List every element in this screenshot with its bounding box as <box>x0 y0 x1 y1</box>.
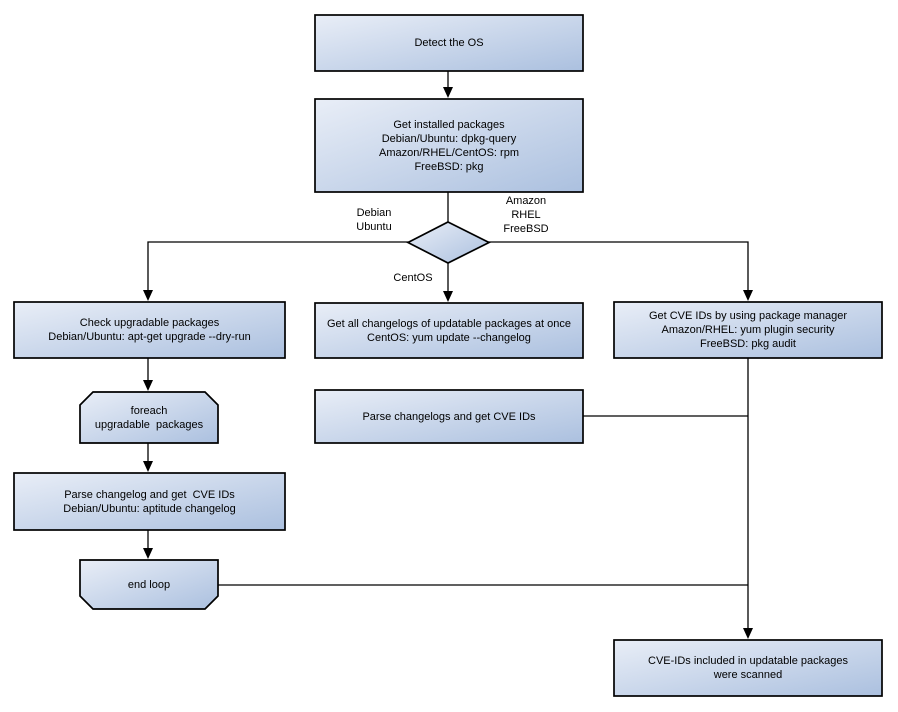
foreach-loop-start-label: foreach upgradable packages <box>94 404 204 431</box>
edge-label-debian-ubuntu: Debian Ubuntu <box>356 207 392 233</box>
arrowhead-into-foreach <box>143 380 153 391</box>
flow-edges <box>147 71 749 632</box>
arrowhead-into-parse <box>143 461 153 472</box>
detect-os-box <box>314 14 584 72</box>
end-loop-label: end loop <box>127 578 171 591</box>
arrowhead-into-installed <box>443 87 453 98</box>
edge-label-centos: CentOS <box>393 272 433 284</box>
arrowhead-into-getcve <box>743 290 753 301</box>
get-installed-packages-box <box>314 98 584 193</box>
foreach-loop-start-shape <box>79 391 219 444</box>
check-upgradable-packages-label: Check upgradable packages Debian/Ubuntu:… <box>48 317 251 343</box>
get-all-changelogs-label: Get all changelogs of updatable packages… <box>326 317 571 344</box>
end-loop-shape <box>79 559 219 610</box>
check-upgradable-packages-box <box>13 301 286 359</box>
arrowheads <box>143 87 753 639</box>
arrowhead-into-result <box>743 628 753 639</box>
get-installed-packages-label: Get installed packages Debian/Ubuntu: dp… <box>379 118 519 173</box>
parse-changelog-debian-box <box>13 472 286 531</box>
edge-label-amazon-rhel-freebsd: Amazon RHEL FreeBSD <box>503 195 549 235</box>
parse-changelogs-centos-box <box>314 389 584 444</box>
get-cve-ids-pkg-manager-box <box>613 301 883 359</box>
os-decision-diamond <box>406 221 491 264</box>
arrowhead-into-getall <box>443 291 453 302</box>
parse-changelogs-centos-label: Parse changelogs and get CVE IDs <box>362 410 536 423</box>
parse-changelog-debian-label: Parse changelog and get CVE IDs Debian/U… <box>63 488 236 515</box>
detect-os-label: Detect the OS <box>414 37 484 49</box>
node-shapes <box>13 14 883 697</box>
scan-result-box <box>613 639 883 697</box>
get-cve-ids-pkg-manager-label: Get CVE IDs by using package manager Ama… <box>648 310 848 350</box>
edge-decision-to-check-left <box>147 241 409 294</box>
scan-result-label: CVE-IDs included in updatable packages w… <box>648 655 848 681</box>
get-all-changelogs-box <box>314 302 584 359</box>
arrowhead-into-endloop <box>143 548 153 559</box>
arrowhead-into-check <box>143 290 153 301</box>
edge-decision-to-getcve-right <box>488 241 749 294</box>
